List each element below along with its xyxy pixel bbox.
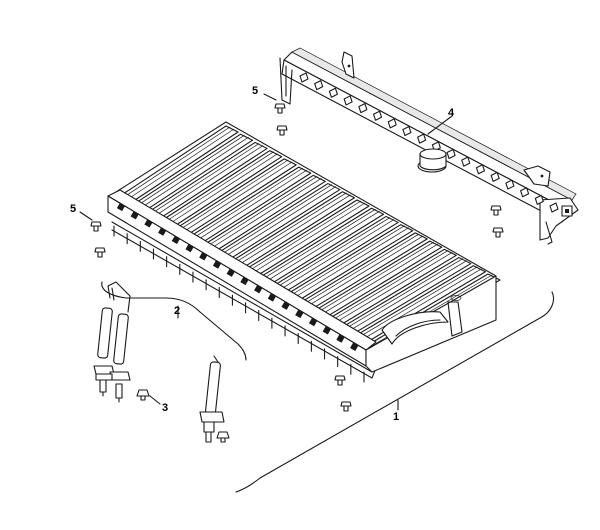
orifice-spud: [299, 72, 309, 83]
burner-port: [130, 211, 139, 220]
burner-assembly: [107, 121, 501, 383]
burner-port: [144, 219, 153, 228]
igniter-probe: [93, 281, 131, 403]
callout-brackets: [79, 93, 555, 493]
burner-port: [295, 309, 304, 319]
orifice-spuds: [299, 72, 559, 213]
callout-1: 1: [393, 411, 399, 423]
callout-4: 4: [448, 107, 455, 119]
orifice-spud: [534, 194, 544, 205]
gas-manifold-bar: [279, 47, 579, 245]
burner-port: [322, 326, 331, 335]
burner-port: [199, 252, 208, 261]
burner-port: [308, 318, 318, 327]
callout-5-top: 5: [252, 85, 258, 97]
flame-sensor-probe: [199, 355, 225, 443]
screw-icon: [276, 125, 288, 136]
burner-port: [226, 268, 235, 277]
orifice-spud: [549, 202, 559, 213]
burner-tubes: [119, 125, 501, 353]
burner-port: [171, 235, 180, 245]
orifice-spud: [446, 148, 456, 160]
burner-ports: [116, 202, 359, 351]
burner-port: [281, 301, 290, 310]
orifice-spud: [314, 80, 324, 91]
orifice-spud: [402, 125, 412, 137]
orifice-spud: [461, 156, 471, 167]
burner-port: [350, 342, 359, 351]
callout-3: 3: [162, 402, 168, 414]
burner-port: [158, 227, 167, 236]
burner-port: [212, 260, 222, 269]
orifice-spud: [417, 133, 427, 144]
callout-5-left: 5: [70, 203, 76, 215]
screw-icon: [334, 375, 346, 386]
screw-icon: [340, 401, 352, 412]
burner-port: [240, 276, 249, 286]
screw-icon: [490, 205, 502, 216]
screw-icon: [492, 227, 504, 238]
burner-port: [185, 244, 194, 253]
orifice-spud: [490, 171, 500, 182]
burner-port: [267, 293, 276, 302]
burner-port: [116, 202, 126, 212]
orifice-spud: [358, 103, 368, 114]
orifice-spud: [372, 110, 383, 121]
probe-screws: [136, 389, 230, 443]
screw-icon: [90, 221, 102, 232]
screw-icon: [274, 103, 286, 114]
burner-port: [254, 285, 263, 294]
orifice-spud: [475, 164, 486, 175]
mounting-screws: [90, 103, 504, 412]
orifice-spud: [520, 187, 530, 198]
orifice-spud: [505, 179, 515, 190]
burner-port: [336, 334, 345, 343]
orifice-spud: [387, 118, 397, 129]
orifice-spud: [328, 87, 338, 98]
screw-icon: [94, 247, 106, 258]
callout-2: 2: [174, 305, 180, 317]
orifice-spud: [343, 95, 353, 106]
burner-teeth: [113, 225, 365, 383]
